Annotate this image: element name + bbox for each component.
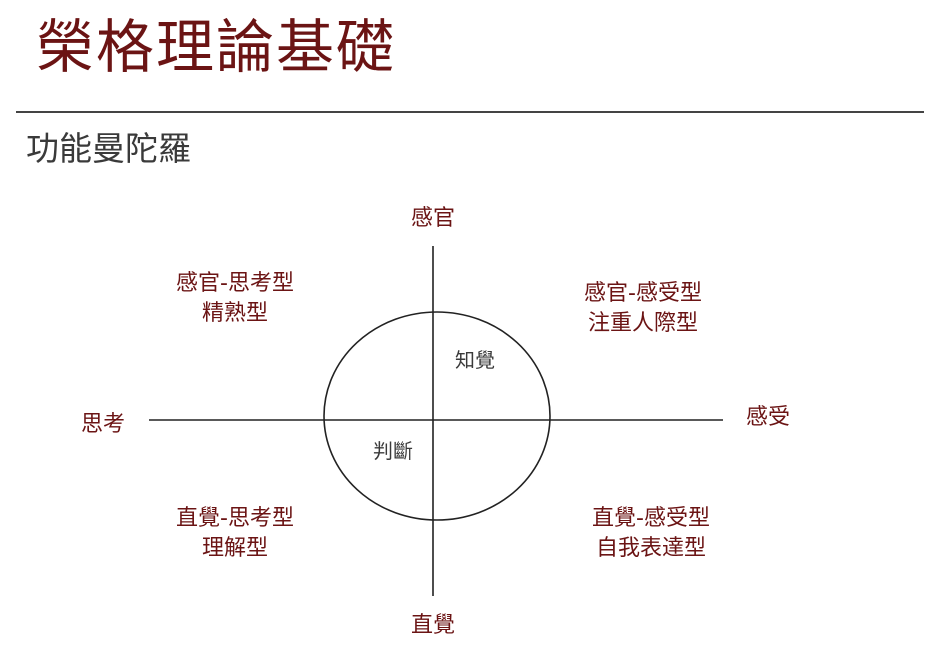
- axis-label-bottom: 直覺: [410, 613, 456, 638]
- quadrant-top-left-style: 精熟型: [201, 301, 269, 326]
- slide-subtitle: 功能曼陀羅: [26, 129, 191, 168]
- quadrant-bottom-left: 直覺-思考型 理解型: [176, 504, 294, 564]
- quadrant-bottom-left-style: 理解型: [201, 536, 269, 561]
- quadrant-top-left: 感官-思考型 精熟型: [176, 269, 294, 329]
- quadrant-bottom-right-style: 自我表達型: [595, 536, 707, 561]
- title-divider: [16, 111, 924, 113]
- quadrant-bottom-right-type: 直覺-感受型: [592, 506, 710, 531]
- quadrant-top-left-type: 感官-思考型: [176, 271, 294, 296]
- circle-label-upper: 知覺: [455, 348, 495, 372]
- quadrant-bottom-left-type: 直覺-思考型: [176, 506, 294, 531]
- quadrant-top-right-type: 感官-感受型: [584, 281, 702, 306]
- axis-label-right: 感受: [745, 405, 791, 430]
- slide-title: 榮格理論基礎: [36, 13, 397, 81]
- center-circle: [323, 311, 551, 521]
- axis-label-left: 思考: [80, 412, 126, 437]
- axis-label-top: 感官: [410, 206, 456, 231]
- quadrant-bottom-right: 直覺-感受型 自我表達型: [592, 504, 710, 564]
- quadrant-top-right-style: 注重人際型: [587, 311, 699, 336]
- circle-label-lower: 判斷: [373, 439, 413, 463]
- quadrant-top-right: 感官-感受型 注重人際型: [584, 279, 702, 339]
